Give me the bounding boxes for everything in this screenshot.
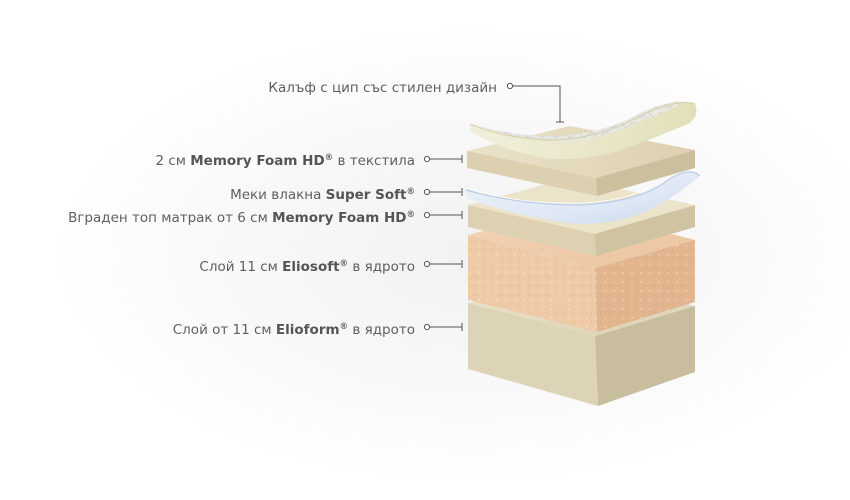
leader-line-eliosoft <box>423 260 463 268</box>
leader-lines <box>423 82 564 331</box>
leader-line-memory-6cm <box>423 211 463 219</box>
label-memory-foam-6cm: Вграден топ матрак от 6 см Memory Foam H… <box>68 210 415 226</box>
label-elioform: Слой от 11 см Elioform® в ядрото <box>172 322 415 338</box>
leader-line-super-soft <box>423 188 463 196</box>
label-eliosoft: Слой 11 см Eliosoft® в ядрото <box>199 259 415 275</box>
label-memory-foam-2cm: 2 см Memory Foam HD® в текстила <box>155 153 415 169</box>
zip-cover-layer <box>469 101 697 159</box>
leader-line-memory-2cm <box>423 155 463 163</box>
super-soft-fiber-layer <box>465 171 701 224</box>
leader-line-cover <box>506 82 564 123</box>
label-zip-cover: Калъф с цип със стилен дизайн <box>268 80 497 96</box>
leader-line-elioform <box>423 323 463 331</box>
label-super-soft: Меки влакна Super Soft® <box>230 187 415 203</box>
